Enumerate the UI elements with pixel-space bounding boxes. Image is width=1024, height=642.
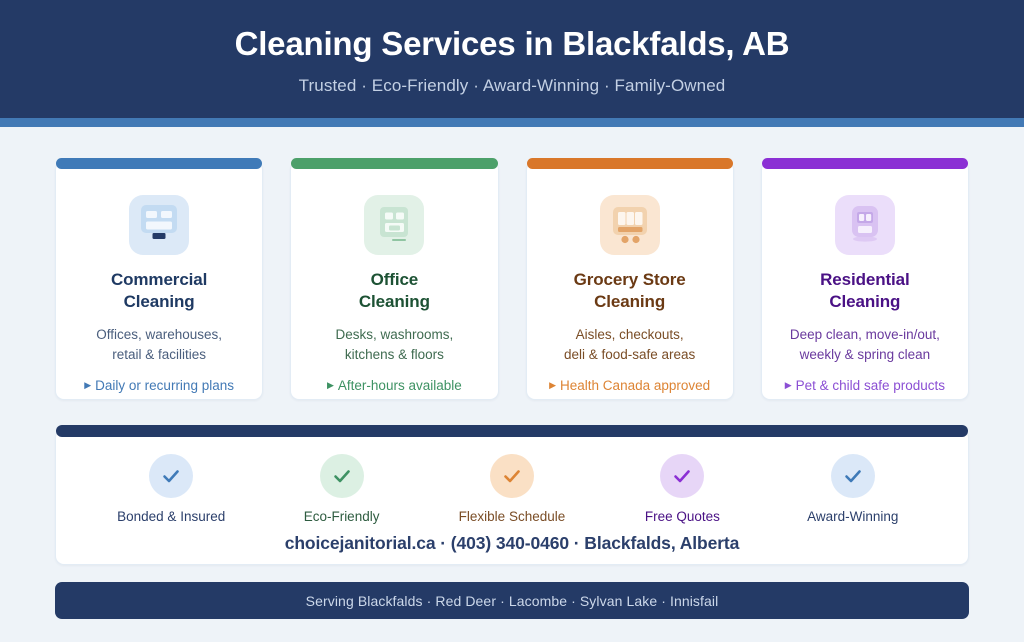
card-description: Offices, warehouses, retail & facilities [96, 325, 222, 366]
card-desc-line1: Offices, warehouses, [96, 326, 223, 342]
card-link-residential[interactable]: ▶ Pet & child safe products [785, 378, 945, 393]
building-icon [364, 195, 425, 255]
card-description: Aisles, checkouts, deli & food-safe area… [564, 325, 695, 366]
card-link-label: After-hours available [337, 378, 462, 394]
card-desc-line1: Aisles, checkouts, [575, 326, 684, 342]
check-icon [319, 454, 364, 498]
shopping-cart-icon [599, 195, 660, 255]
page-header: Cleaning Services in Blackfalds, AB Trus… [0, 0, 1024, 118]
card-link-label: Daily or recurring plans [95, 378, 234, 394]
service-card-grocery[interactable]: Grocery Store Cleaning Aisles, checkouts… [525, 158, 734, 400]
card-link-commercial[interactable]: ▶ Daily or recurring plans [84, 378, 234, 393]
card-link-label: Health Canada approved [560, 378, 711, 394]
caret-right-icon: ▶ [84, 380, 92, 391]
main-content: Commercial Cleaning Offices, warehouses,… [0, 158, 1024, 619]
card-description: Deep clean, move-in/out, weekly & spring… [790, 325, 940, 366]
card-link-office[interactable]: ▶ After-hours available [327, 378, 462, 393]
card-link-grocery[interactable]: ▶ Health Canada approved [549, 378, 710, 393]
service-area-text: Serving Blackfalds · Red Deer · Lacombe … [305, 592, 719, 609]
features-row: Bonded & Insured Eco-Friendly Flexible S… [56, 454, 968, 526]
feature-label: Eco-Friendly [303, 509, 380, 524]
card-title-line2: Cleaning [358, 292, 430, 312]
monitor-icon [129, 195, 190, 255]
feature-label: Free Quotes [644, 509, 720, 524]
service-card-commercial[interactable]: Commercial Cleaning Offices, warehouses,… [55, 158, 264, 400]
card-desc-line1: Desks, washrooms, [335, 326, 454, 342]
service-cards-row: Commercial Cleaning Offices, warehouses,… [55, 158, 969, 400]
card-accent-bar [761, 158, 968, 169]
check-icon [660, 454, 705, 498]
card-title-line1: Grocery Store [573, 270, 686, 289]
card-title-line2: Cleaning [123, 292, 195, 312]
card-accent-bar [291, 158, 498, 169]
house-icon [834, 195, 895, 255]
card-link-label: Pet & child safe products [795, 378, 945, 394]
check-icon [149, 454, 194, 498]
feature-free-quotes: Free Quotes [597, 454, 767, 526]
service-card-residential[interactable]: Residential Cleaning Deep clean, move-in… [760, 158, 969, 400]
feature-flexible-schedule: Flexible Schedule [427, 454, 597, 526]
contact-line[interactable]: choicejanitorial.ca · (403) 340-0460 · B… [284, 532, 740, 553]
card-desc-line2: weekly & spring clean [799, 347, 931, 363]
card-title: Residential Cleaning [820, 269, 910, 314]
card-title-line1: Commercial [110, 270, 208, 289]
feature-label: Flexible Schedule [458, 509, 566, 524]
feature-eco-friendly: Eco-Friendly [257, 454, 427, 526]
card-title-line2: Cleaning [594, 292, 666, 312]
feature-bonded-insured: Bonded & Insured [86, 454, 256, 526]
card-desc-line2: kitchens & floors [344, 347, 444, 363]
card-accent-bar [56, 158, 263, 169]
service-area-footer: Serving Blackfalds · Red Deer · Lacombe … [55, 582, 969, 619]
caret-right-icon: ▶ [549, 380, 557, 391]
caret-right-icon: ▶ [784, 380, 792, 391]
card-title-line2: Cleaning [829, 292, 901, 312]
caret-right-icon: ▶ [327, 380, 334, 391]
feature-label: Bonded & Insured [117, 509, 226, 524]
card-title-line1: Residential [820, 270, 910, 289]
card-title: Grocery Store Cleaning [574, 269, 686, 314]
check-icon [489, 454, 534, 498]
feature-label: Award-Winning [807, 509, 899, 524]
card-title: Commercial Cleaning [111, 269, 207, 314]
trust-bar: Bonded & Insured Eco-Friendly Flexible S… [55, 425, 969, 565]
page-title: Cleaning Services in Blackfalds, AB [234, 24, 790, 62]
check-icon [830, 454, 875, 498]
card-title-line1: Office [370, 270, 419, 289]
header-accent-stripe [0, 118, 1024, 127]
card-title: Office Cleaning [359, 269, 430, 314]
service-card-office[interactable]: Office Cleaning Desks, washrooms, kitche… [290, 158, 499, 400]
card-desc-line1: Deep clean, move-in/out, [789, 326, 940, 342]
card-desc-line2: deli & food-safe areas [563, 347, 696, 363]
card-desc-line2: retail & facilities [112, 347, 207, 363]
card-accent-bar [526, 158, 733, 169]
feature-award-winning: Award-Winning [768, 454, 938, 526]
page-subtitle: Trusted · Eco-Friendly · Award-Winning ·… [298, 76, 726, 96]
trust-accent-bar [56, 425, 968, 437]
card-description: Desks, washrooms, kitchens & floors [335, 325, 453, 366]
